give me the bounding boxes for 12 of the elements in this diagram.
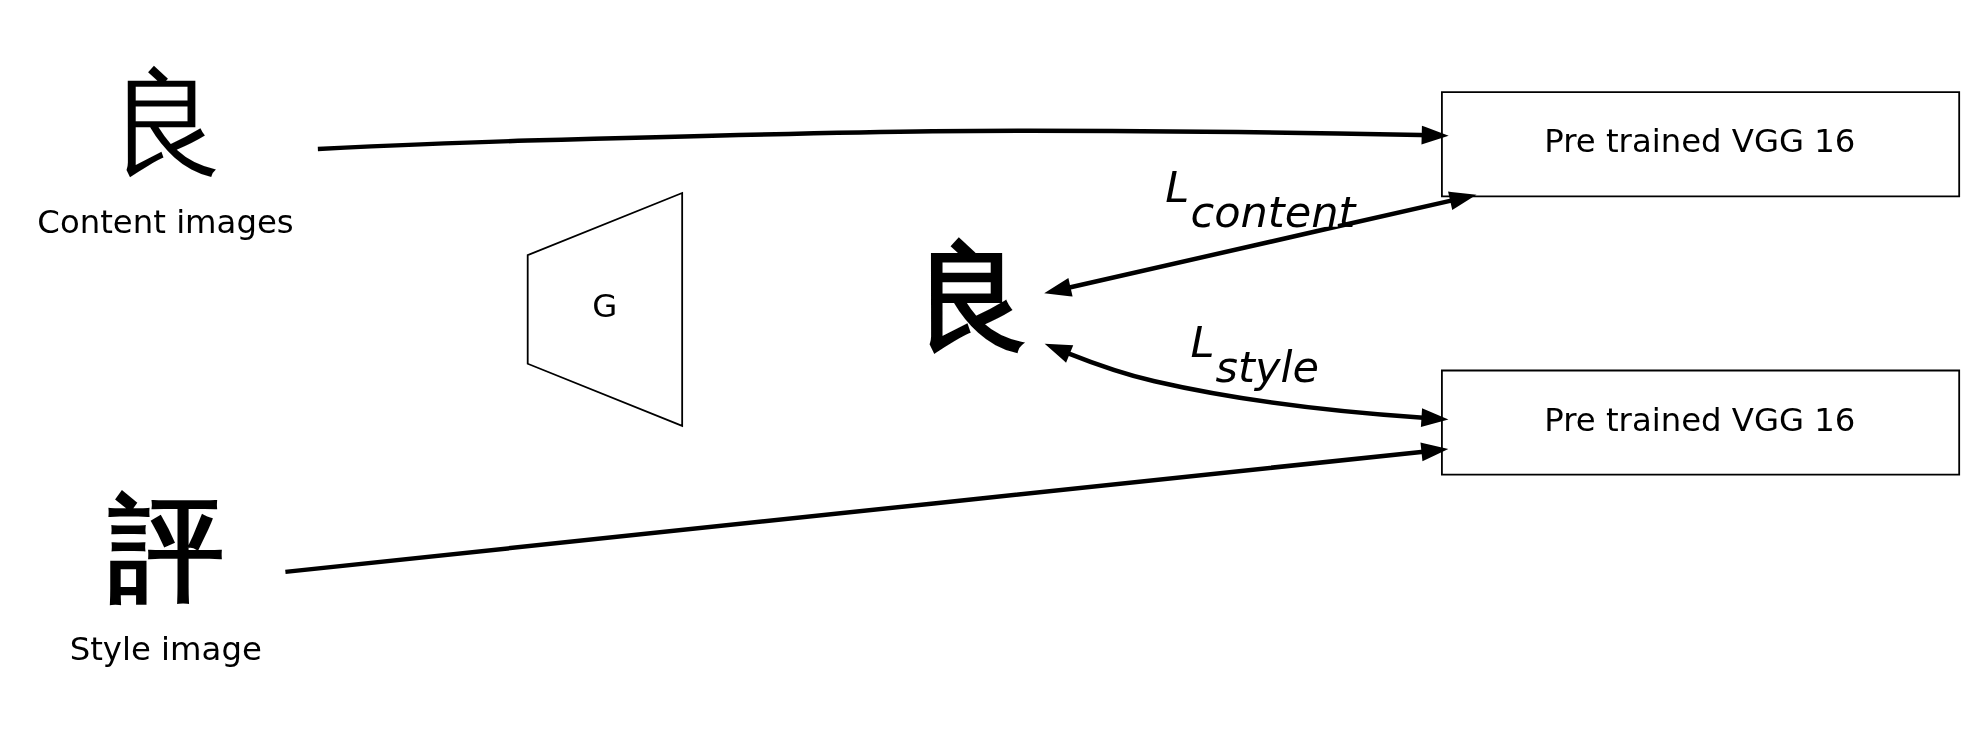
- node-text: 評: [109, 481, 225, 616]
- node-label: Style image: [69, 630, 262, 669]
- node-text: 良: [913, 229, 1029, 364]
- arrow: [1044, 343, 1449, 428]
- arrow: [317, 125, 1449, 152]
- arrow: [285, 442, 1449, 575]
- node-label: Content images: [37, 202, 294, 241]
- node-box: G: [526, 191, 684, 428]
- node-box: Pre trained VGG 16: [1441, 91, 1961, 198]
- node-box: Pre trained VGG 16: [1441, 369, 1961, 476]
- arrow: [1044, 191, 1477, 297]
- node-text: 良: [109, 55, 225, 190]
